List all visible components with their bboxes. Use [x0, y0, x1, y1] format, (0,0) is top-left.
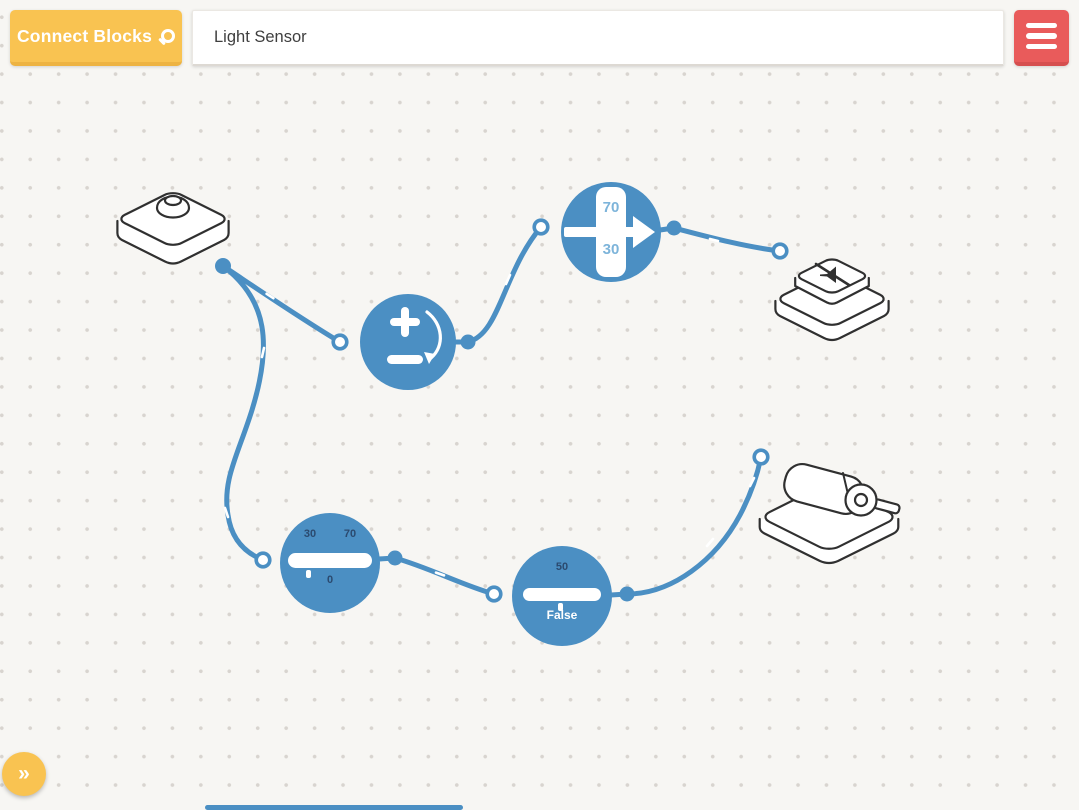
horizontal-scrollbar[interactable]	[205, 805, 463, 810]
input-port[interactable]	[485, 585, 503, 603]
speaker-mute-icon	[814, 262, 851, 287]
right-arrow-icon	[564, 227, 636, 237]
interval-slider-tick	[306, 570, 311, 578]
output-port[interactable]	[666, 220, 682, 236]
interval-min-value: 30	[303, 528, 317, 540]
wire-lightsensor-invert[interactable]	[220, 263, 343, 345]
motor-device[interactable]	[758, 460, 901, 565]
block-name-field[interactable]: Light Sensor	[192, 10, 1004, 66]
wire-threshold-motor[interactable]	[624, 454, 764, 597]
minus-icon	[387, 355, 423, 364]
threshold-slider[interactable]	[523, 588, 601, 601]
input-port[interactable]	[532, 218, 550, 236]
wire-dash	[265, 292, 275, 300]
output-port[interactable]	[460, 334, 476, 350]
output-port[interactable]	[215, 258, 231, 274]
threshold-slider-tick	[558, 603, 563, 611]
wire-invert-threshold[interactable]	[465, 224, 544, 345]
threshold-node-top[interactable]: 70 30	[561, 182, 661, 282]
interval-max-value: 70	[343, 528, 357, 540]
right-arrow-head	[633, 216, 655, 248]
hamburger-menu-icon	[1026, 22, 1057, 29]
wire-threshold-buzzer[interactable]	[671, 225, 783, 254]
wire-dash	[223, 506, 230, 519]
input-port[interactable]	[331, 333, 349, 351]
input-port[interactable]	[254, 551, 272, 569]
search-icon	[161, 29, 176, 43]
light-sensor-device[interactable]	[116, 191, 230, 265]
expand-panel-button[interactable]: »	[2, 752, 46, 796]
invert-node[interactable]	[360, 294, 456, 390]
wire-interval-threshold[interactable]	[392, 555, 497, 597]
chevrons-right-icon: »	[18, 762, 30, 785]
wire-dash	[705, 537, 715, 548]
threshold-node-bottom[interactable]: 50 False	[512, 546, 612, 646]
connect-blocks-label: Connect Blocks	[16, 25, 153, 46]
threshold-state: False	[546, 608, 578, 622]
interval-node[interactable]: 30 70 0	[280, 513, 380, 613]
threshold-low-value: 30	[602, 241, 620, 258]
buzzer-device[interactable]	[774, 258, 890, 342]
plus-icon	[390, 307, 420, 337]
wire-dash	[434, 571, 446, 577]
input-port[interactable]	[752, 448, 770, 466]
interval-slider[interactable]	[288, 553, 372, 568]
threshold-value: 50	[555, 561, 569, 573]
output-port[interactable]	[387, 550, 403, 566]
wire-dash	[708, 237, 720, 243]
wire-lightsensor-interval[interactable]	[220, 263, 266, 563]
output-port[interactable]	[619, 586, 635, 602]
wire-dash	[260, 346, 266, 359]
interval-current-value: 0	[326, 574, 334, 586]
menu-button[interactable]	[1014, 10, 1069, 66]
threshold-high-value: 70	[602, 199, 620, 216]
wire-dash	[748, 476, 756, 488]
connect-blocks-button[interactable]: Connect Blocks	[10, 10, 182, 66]
block-name-value: Light Sensor	[214, 28, 307, 46]
input-port[interactable]	[771, 242, 789, 260]
wire-dash	[504, 273, 512, 286]
rotate-arrow-icon	[424, 310, 442, 364]
